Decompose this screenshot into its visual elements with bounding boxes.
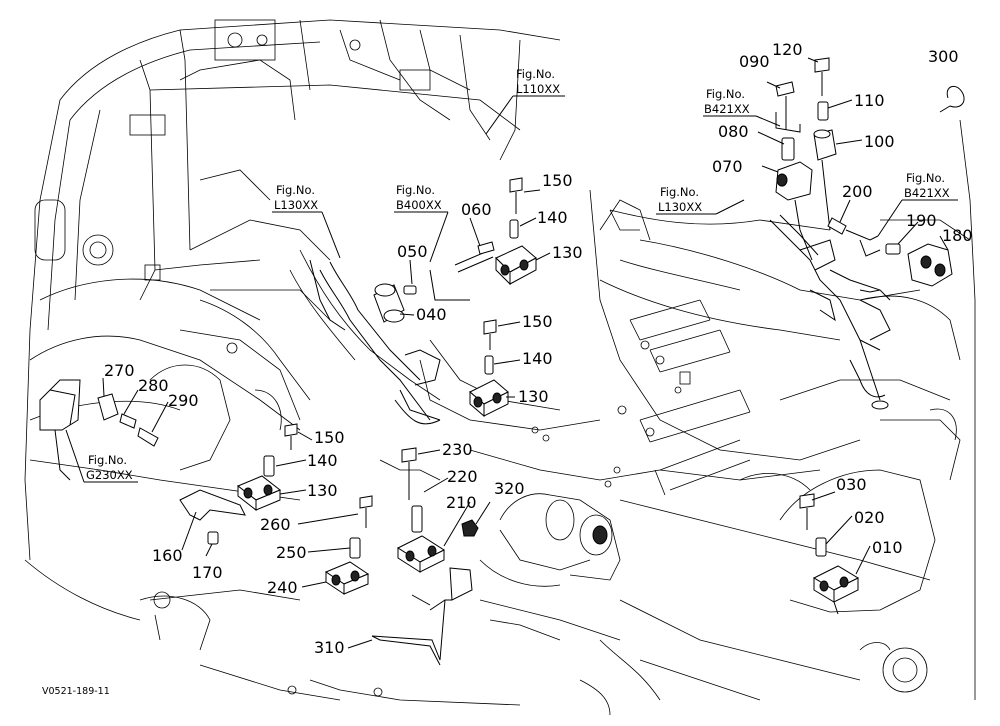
part-number-170: 170	[192, 563, 223, 582]
part-number-240: 240	[267, 578, 298, 597]
fig-ref-l130-a-code: L130XX	[274, 198, 318, 212]
part-number-130-mid: 130	[518, 387, 549, 406]
part-240-clamp	[324, 561, 370, 595]
part-number-160: 160	[152, 546, 183, 565]
part-number-290: 290	[168, 391, 199, 410]
fig-ref-g230-code: G230XX	[86, 468, 133, 482]
figure-references: Fig.No. L110XX Fig.No. L130XX Fig.No. B4…	[86, 67, 950, 482]
fig-ref-b400-code: B400XX	[396, 198, 442, 212]
frame-background	[24, 19, 976, 716]
fig-ref-b421-a-label: Fig.No.	[706, 87, 745, 101]
part-number-070: 070	[712, 157, 743, 176]
part-number-080: 080	[718, 122, 749, 141]
part-210-clamp	[396, 535, 446, 573]
part-number-230: 230	[442, 440, 473, 459]
part-number-270: 270	[104, 361, 135, 380]
fig-ref-g230-label: Fig.No.	[88, 453, 127, 467]
fig-ref-l110-label: Fig.No.	[516, 67, 555, 81]
part-labels: 150 140 130 060 050 040 150 140 130 150 …	[104, 40, 973, 657]
part-number-250: 250	[276, 543, 307, 562]
part-number-140-mid: 140	[522, 349, 553, 368]
part-010-clamp	[812, 565, 860, 603]
part-number-200: 200	[842, 182, 873, 201]
fig-ref-l130-a-label: Fig.No.	[276, 183, 315, 197]
part-number-050: 050	[397, 242, 428, 261]
part-number-100: 100	[864, 132, 895, 151]
part-number-120: 120	[772, 40, 803, 59]
part-130-a-clamp	[495, 245, 537, 286]
part-number-190: 190	[906, 211, 937, 230]
part-number-020: 020	[854, 508, 885, 527]
part-number-150-left: 150	[314, 428, 345, 447]
part-number-310: 310	[314, 638, 345, 657]
leader-lines	[102, 57, 949, 649]
wire-harness	[309, 214, 891, 425]
part-number-320: 320	[494, 479, 525, 498]
part-number-010: 010	[872, 538, 903, 557]
fig-ref-b421-b-code: B421XX	[904, 186, 950, 200]
part-number-180: 180	[942, 226, 973, 245]
part-number-280: 280	[138, 376, 169, 395]
part-number-150-top: 150	[542, 171, 573, 190]
part-number-040: 040	[416, 305, 447, 324]
part-number-140-top: 140	[537, 208, 568, 227]
part-number-210: 210	[446, 493, 477, 512]
part-number-220: 220	[447, 467, 478, 486]
part-number-090: 090	[739, 52, 770, 71]
fig-ref-b421-a-code: B421XX	[704, 102, 750, 116]
part-number-150-mid: 150	[522, 312, 553, 331]
fig-ref-l130-b-code: L130XX	[658, 200, 702, 214]
part-number-060: 060	[461, 200, 492, 219]
fig-ref-l110-code: L110XX	[516, 82, 560, 96]
part-number-260: 260	[260, 515, 291, 534]
part-130-b-clamp	[469, 379, 509, 418]
part-number-130-top: 130	[552, 243, 583, 262]
part-number-110: 110	[854, 91, 885, 110]
fig-ref-b400-label: Fig.No.	[396, 183, 435, 197]
part-130-c-clamp	[237, 475, 281, 512]
figure-ref-leaders	[65, 95, 958, 483]
part-number-130-left: 130	[307, 481, 338, 500]
parts	[39, 57, 965, 666]
fig-ref-l130-b-label: Fig.No.	[660, 185, 699, 199]
part-number-300: 300	[928, 47, 959, 66]
drawing-code: V0521-189-11	[42, 686, 110, 697]
fig-ref-b421-b-label: Fig.No.	[906, 171, 945, 185]
part-number-140-left: 140	[307, 451, 338, 470]
part-number-030: 030	[836, 475, 867, 494]
